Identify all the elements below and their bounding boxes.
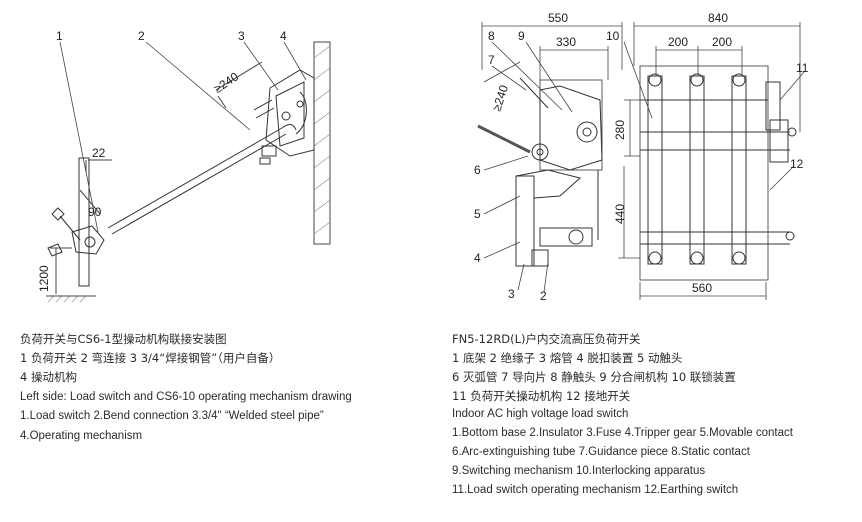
- wall-hatch: [313, 45, 331, 235]
- right-parts-cn-1: 1 底架 2 绝缘子 3 熔管 4 脱扣装置 5 动触头: [452, 351, 683, 365]
- left-dim-90: 90: [88, 205, 102, 219]
- left-title-en: Left side: Load switch and CS6-10 operat…: [20, 391, 352, 403]
- left-dim-1200: 1200: [37, 265, 51, 292]
- left-parts-en-2: 4.Operating mechanism: [20, 430, 143, 442]
- right-callout-12: 12: [790, 157, 804, 171]
- right-callout-leaders: [483, 41, 805, 293]
- left-wall: [313, 41, 331, 245]
- right-parts-en-2: 6.Arc-extinguishing tube 7.Guidance piec…: [452, 446, 750, 458]
- left-dim-angle: ≥240: [211, 69, 241, 96]
- right-parts-cn-2: 6 灭弧管 7 导向片 8 静触头 9 分合闸机构 10 联锁装置: [452, 370, 736, 384]
- operating-mechanism: [47, 157, 105, 287]
- left-drawing: [46, 41, 331, 303]
- left-callout-2: 3: [238, 29, 245, 43]
- right-title-en: Indoor AC high voltage load switch: [452, 408, 629, 420]
- right-parts-en-4: 11.Load switch operating mechanism 12.Ea…: [452, 484, 739, 496]
- left-callout-3: 2: [138, 29, 145, 43]
- right-title-cn: FN5-12RD(L)户内交流高压负荷开关: [452, 332, 641, 346]
- right-dim-angle: ≥240: [490, 83, 512, 113]
- left-parts-cn-2: 4 操动机构: [20, 370, 77, 384]
- left-parts-en-1: 1.Load switch 2.Bend connection 3.3/4" “…: [20, 410, 324, 422]
- right-parts-en-1: 1.Bottom base 2.Insulator 3.Fuse 4.Tripp…: [452, 427, 793, 439]
- right-callout-11: 11: [796, 61, 809, 75]
- right-dim-200b: 200: [712, 35, 732, 49]
- left-callout-1: 4: [280, 29, 287, 43]
- right-callout-3: 3: [508, 287, 515, 301]
- right-callout-7: 7: [488, 53, 495, 67]
- left-callout-4: 1: [56, 29, 63, 43]
- right-dim-440: 440: [613, 204, 627, 224]
- right-dim-840: 840: [708, 11, 728, 25]
- left-title-cn: 负荷开关与CS6-1型操动机构联接安装图: [20, 332, 227, 346]
- left-callout-leaders: [59, 41, 307, 233]
- right-front-dims: [618, 22, 801, 300]
- right-callout-2: 2: [540, 289, 547, 303]
- welded-steel-pipe: [107, 127, 287, 235]
- right-callout-9: 9: [518, 29, 525, 43]
- side-view: [477, 77, 603, 267]
- right-dim-200a: 200: [668, 35, 688, 49]
- right-drawing: [477, 22, 805, 300]
- right-parts-en-3: 9.Switching mechanism 10.Interlocking ap…: [452, 465, 706, 477]
- left-dim-22: 22: [92, 146, 106, 160]
- front-view: [639, 65, 797, 281]
- right-dim-280: 280: [613, 120, 627, 140]
- right-callout-5: 5: [474, 207, 481, 221]
- load-switch-body: [253, 69, 315, 165]
- right-callout-4: 4: [474, 251, 481, 265]
- left-parts-cn-1: 1 负荷开关 2 弯连接 3 3/4“焊接钢管”（用户自备）: [20, 351, 281, 365]
- bend-connection: [281, 124, 297, 131]
- right-top-dims: [481, 22, 623, 83]
- right-callout-6: 6: [474, 163, 481, 177]
- right-dim-330: 330: [556, 35, 576, 49]
- diagram-labels: 1 2 3 4 ≥240 22 90 1200 550 330 840 200 …: [37, 11, 809, 303]
- right-callout-10: 10: [606, 29, 620, 43]
- right-dim-550: 550: [548, 11, 568, 25]
- right-callout-8: 8: [488, 29, 495, 43]
- dim-line-240: [215, 61, 263, 91]
- right-dim-560: 560: [692, 281, 712, 295]
- right-parts-cn-3: 11 负荷开关操动机构 12 接地开关: [452, 389, 631, 403]
